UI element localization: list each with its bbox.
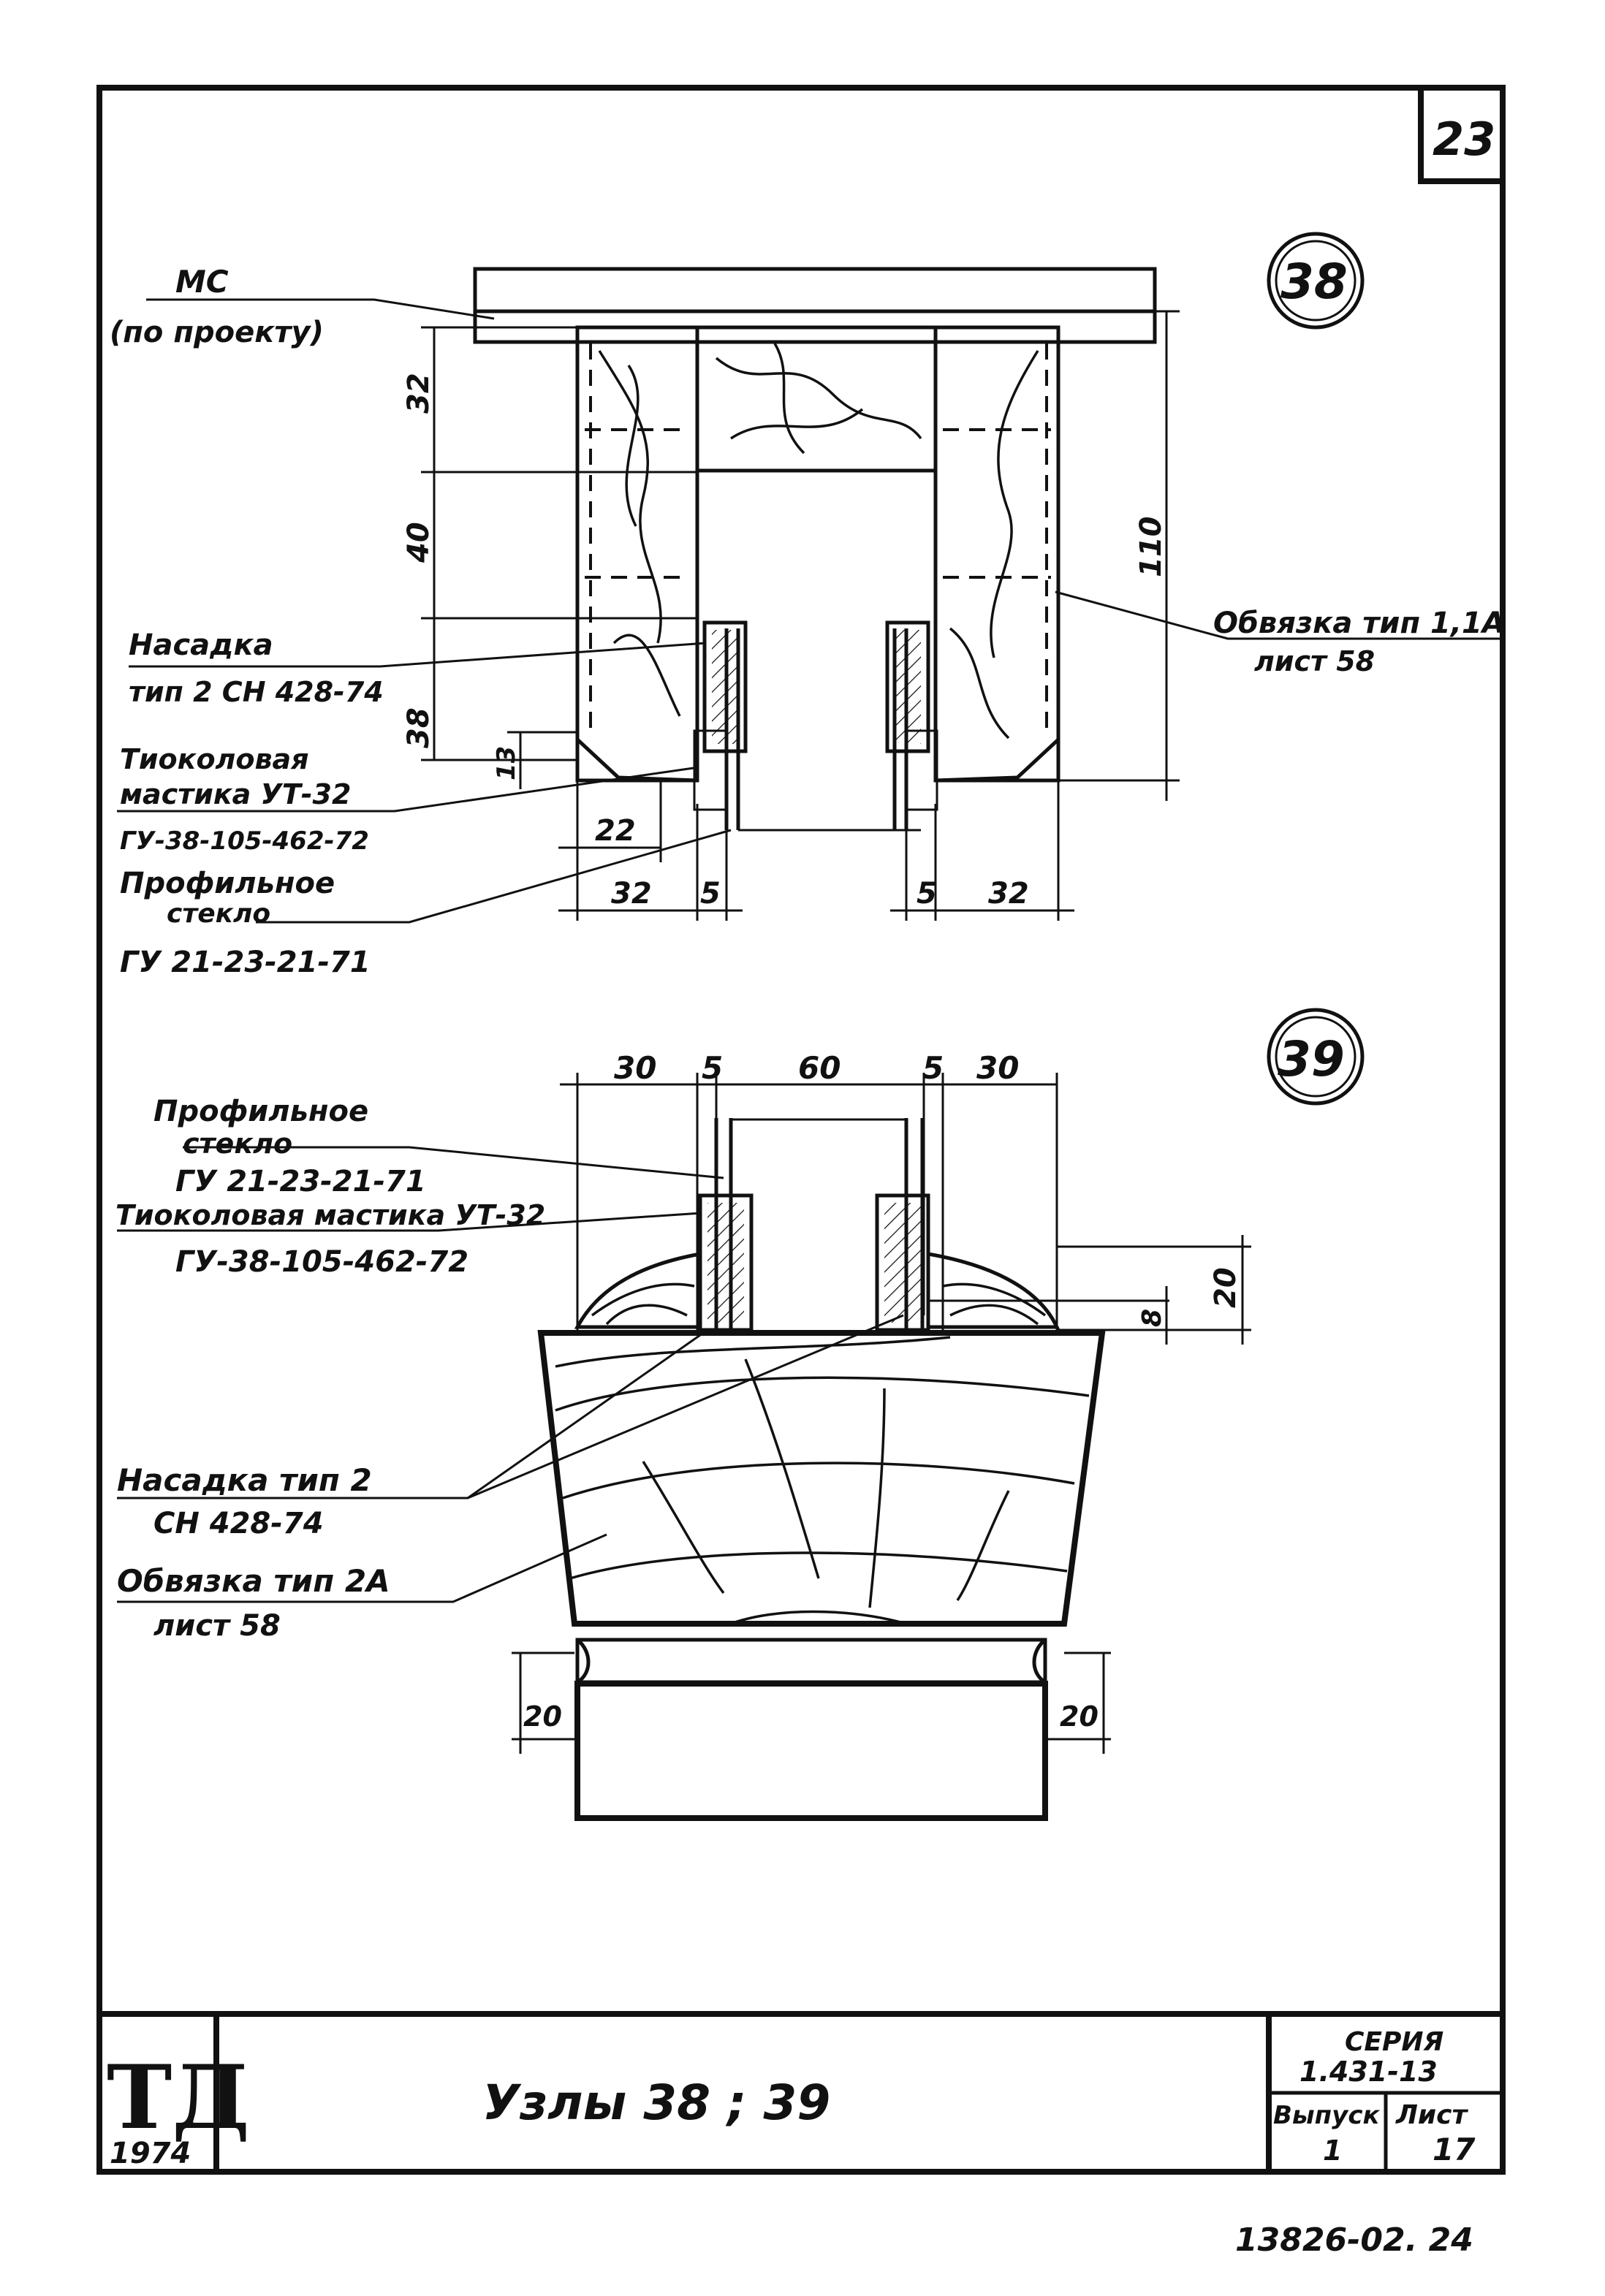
label-38-glass-spec: ГУ 21-23-21-71: [120, 946, 371, 979]
dim-39-8: 8: [1137, 1309, 1167, 1327]
series-value: 1.431-13: [1299, 2056, 1438, 2088]
dim-39-20-right: 20: [1060, 1700, 1099, 1733]
label-39-glass-1: Профильное: [153, 1095, 368, 1128]
label-38-glass-2: стекло: [167, 899, 270, 929]
obvyazka-left: [575, 325, 699, 783]
nasadka-type-2: [537, 1330, 1106, 1627]
label-38-obvyazka: Обвязка тип 1,1А: [1213, 607, 1505, 640]
profile-glass-right: [885, 620, 938, 830]
node-38-marker-text: 38: [1280, 254, 1348, 310]
mortar-layer: [575, 1638, 1047, 1684]
stamp-text: ТД: [107, 2046, 250, 2149]
dim-39-20: 20: [1209, 1267, 1242, 1308]
node-39-marker: [1267, 1008, 1365, 1106]
node-39-dimensions-side: [512, 1651, 1111, 1754]
stamp-year: 1974: [110, 2137, 191, 2170]
label-39-mastic: Тиоколовая мастика УТ-32: [115, 1199, 545, 1231]
mastic-fillets-39: [574, 1252, 1060, 1329]
archive-number: 13826-02. 24: [1235, 2221, 1473, 2259]
label-38-mastic-1: Тиоколовая: [120, 743, 309, 775]
issue-label: Выпуск: [1273, 2101, 1380, 2130]
node-38-dimension-110: [1058, 310, 1180, 801]
dim-38-40: 40: [402, 522, 436, 563]
wall-base-hatched: [574, 1681, 1048, 1821]
node-39-marker-text: 39: [1278, 1031, 1345, 1087]
dim-38-13: 13: [492, 746, 521, 780]
sheet-frame: [96, 85, 1506, 2175]
dim-39-20-left: 20: [523, 1700, 562, 1733]
node-38-dimensions-bottom: [558, 780, 1074, 921]
td-stamp-logo: ТД 1974: [107, 2046, 250, 2170]
profile-glass-left: [693, 620, 748, 830]
obvyazka-right: [933, 325, 1060, 783]
label-39-nasadka-spec: СН 428-74: [153, 1507, 324, 1540]
dim-38-32-right: 32: [988, 877, 1029, 911]
node-39-leaders: [117, 1146, 904, 1603]
profile-glass-39: [698, 1118, 930, 1332]
node-38-marker: [1267, 232, 1365, 330]
dim-39-30-right: 30: [976, 1050, 1019, 1086]
sheet-label: Лист: [1395, 2100, 1468, 2130]
label-38-obvyazka-sheet: лист 58: [1254, 645, 1375, 677]
label-38-mastic-spec: ГУ-38-105-462-72: [120, 826, 369, 856]
page-number: 23: [1433, 113, 1495, 166]
dim-38-38: 38: [402, 707, 436, 748]
node-39-detail: 39 30 5 60 5 30: [115, 1008, 1365, 1821]
series-label: СЕРИЯ: [1345, 2027, 1443, 2057]
concrete-slab: [473, 267, 1157, 313]
label-38-mc-note: (по проекту): [110, 316, 324, 349]
label-39-glass-2: стекло: [183, 1128, 292, 1160]
label-39-mastic-spec: ГУ-38-105-462-72: [175, 1245, 468, 1279]
mastic-right: [905, 729, 938, 811]
dim-39-60: 60: [798, 1050, 841, 1086]
node-38-dimensions-left: [421, 326, 697, 789]
drawing-title: Узлы 38 ; 39: [482, 2075, 830, 2131]
label-39-nasadka: Насадка тип 2: [117, 1462, 372, 1498]
dim-38-5-right: 5: [917, 877, 937, 911]
dim-39-5-left: 5: [702, 1050, 723, 1086]
sheet-value: 17: [1433, 2132, 1476, 2167]
dim-38-32-left: 32: [611, 877, 652, 911]
label-38-glass-1: Профильное: [120, 867, 335, 900]
label-39-obvyazka-sheet: лист 58: [153, 1609, 281, 1643]
node-38-leaders: [117, 298, 1503, 924]
label-38-mc: МС: [175, 264, 229, 300]
page-number-box: [1418, 85, 1506, 184]
mastic-left: [693, 729, 728, 811]
label-39-obvyazka: Обвязка тип 2А: [117, 1563, 390, 1599]
dim-38-110: 110: [1134, 517, 1168, 578]
node-39-dimensions-top: [560, 1073, 1058, 1330]
label-39-glass-spec: ГУ 21-23-21-71: [175, 1165, 426, 1198]
node-38-detail: 38: [110, 232, 1505, 979]
dim-38-32: 32: [402, 373, 436, 414]
nasadka-top-block: [695, 325, 938, 473]
dim-39-5-right: 5: [922, 1050, 944, 1086]
label-38-nasadka: Насадка: [129, 628, 273, 662]
dim-38-5-left: 5: [700, 877, 721, 911]
label-38-nasadka-spec: тип 2 СН 428-74: [129, 676, 384, 708]
issue-value: 1: [1323, 2135, 1342, 2167]
label-38-mastic-2: мастика УТ-32: [120, 778, 351, 810]
dim-38-22: 22: [595, 814, 636, 848]
dim-39-30-left: 30: [614, 1050, 656, 1086]
